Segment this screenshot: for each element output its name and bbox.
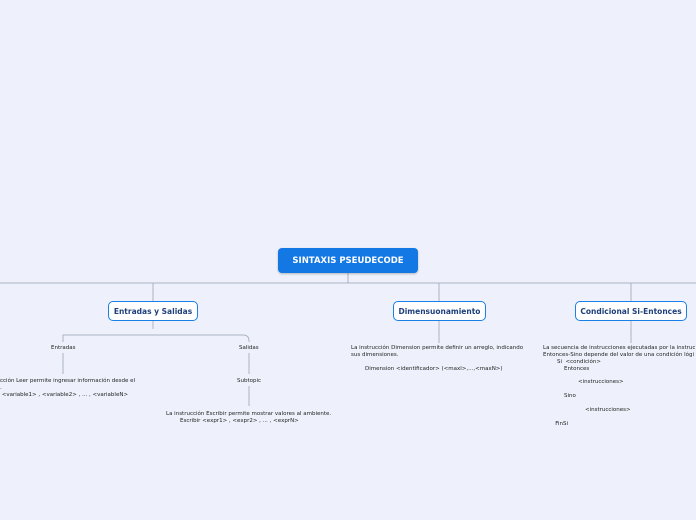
branch-entradas-salidas[interactable]: Entradas y Salidas — [108, 301, 198, 321]
dimensionamiento-detail-text[interactable]: La instrucción Dimension permite definir… — [351, 345, 524, 372]
branch-condicional[interactable]: Condicional Si-Entonces — [575, 301, 687, 321]
root-node[interactable]: SINTAXIS PSEUDECODE — [278, 248, 418, 273]
node-salidas[interactable]: Salidas — [239, 345, 259, 351]
salidas-detail-text[interactable]: La instrucción Escribir permite mostrar … — [166, 411, 332, 424]
condicional-detail-text[interactable]: La secuencia de instrucciones ejecutadas… — [543, 345, 696, 427]
node-entradas[interactable]: Entradas — [51, 345, 76, 351]
connector-entradas-salidas-children — [62, 321, 250, 342]
branch-dimensionamiento[interactable]: Dimensuonamiento — [393, 301, 486, 321]
node-subtopic[interactable]: Subtopic — [237, 378, 262, 384]
entradas-detail-text[interactable]: cción Leer permite ingresar información … — [0, 378, 136, 398]
